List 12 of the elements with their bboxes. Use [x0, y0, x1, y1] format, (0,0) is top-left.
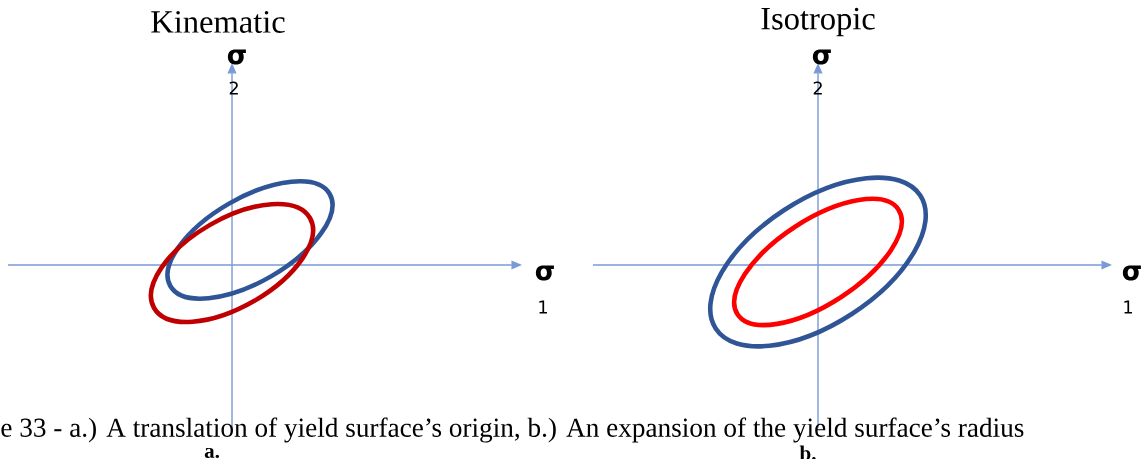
caption: e 33 - a.) A translation of yield surface’s origin, b.) An expansion of the yield surface’s radius [1, 417, 1024, 443]
panel-letter: a. [204, 447, 219, 459]
panel-title: Isotropic [761, 7, 875, 37]
axis-label: σ [1122, 265, 1141, 281]
axis-subscript: 1 [1124, 300, 1132, 314]
axis-label: σ [535, 265, 554, 281]
axis-subscript: 2 [229, 81, 238, 95]
axis-subscript: 2 [813, 81, 822, 95]
axis-label: σ [227, 49, 246, 65]
axis-label: σ [812, 49, 831, 65]
panel-title: Kinematic [151, 11, 285, 33]
axis-subscript: 1 [539, 300, 547, 314]
